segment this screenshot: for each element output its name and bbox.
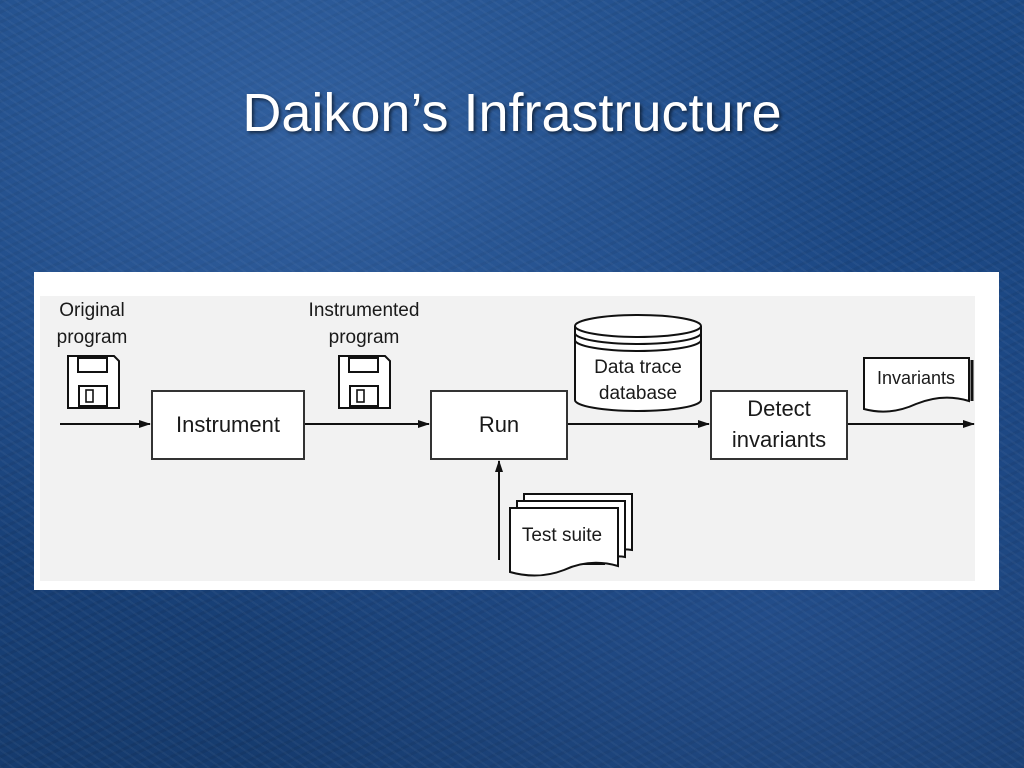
database-label-line2: database — [599, 383, 677, 404]
database-label-line1: Data trace — [594, 357, 682, 378]
infrastructure-diagram: Original program Instrumented program In… — [40, 296, 975, 581]
instrumented-program-label-line2: program — [329, 327, 400, 348]
diagram-panel: Original program Instrumented program In… — [34, 272, 999, 590]
run-box — [430, 390, 568, 460]
detect-box-label-line2: invariants — [732, 427, 826, 452]
original-program-label-line2: program — [57, 327, 128, 348]
database-icon — [574, 314, 702, 412]
instrumented-program-label-line1: Instrumented — [309, 300, 420, 321]
test-suite-document-stack-icon — [509, 493, 633, 577]
floppy-disk-icon — [67, 355, 120, 409]
instrument-box — [151, 390, 305, 460]
detect-invariants-box — [710, 390, 848, 460]
run-box-label: Run — [479, 412, 519, 437]
instrument-box-label: Instrument — [176, 412, 280, 437]
test-suite-label: Test suite — [522, 525, 602, 546]
detect-box-label-line1: Detect — [747, 396, 811, 421]
original-program-label-line1: Original — [59, 300, 124, 321]
invariants-document-label: Invariants — [877, 368, 955, 388]
slide-title: Daikon’s Infrastructure — [242, 83, 782, 143]
floppy-disk-icon — [338, 355, 391, 409]
invariants-document-icon — [863, 357, 974, 413]
